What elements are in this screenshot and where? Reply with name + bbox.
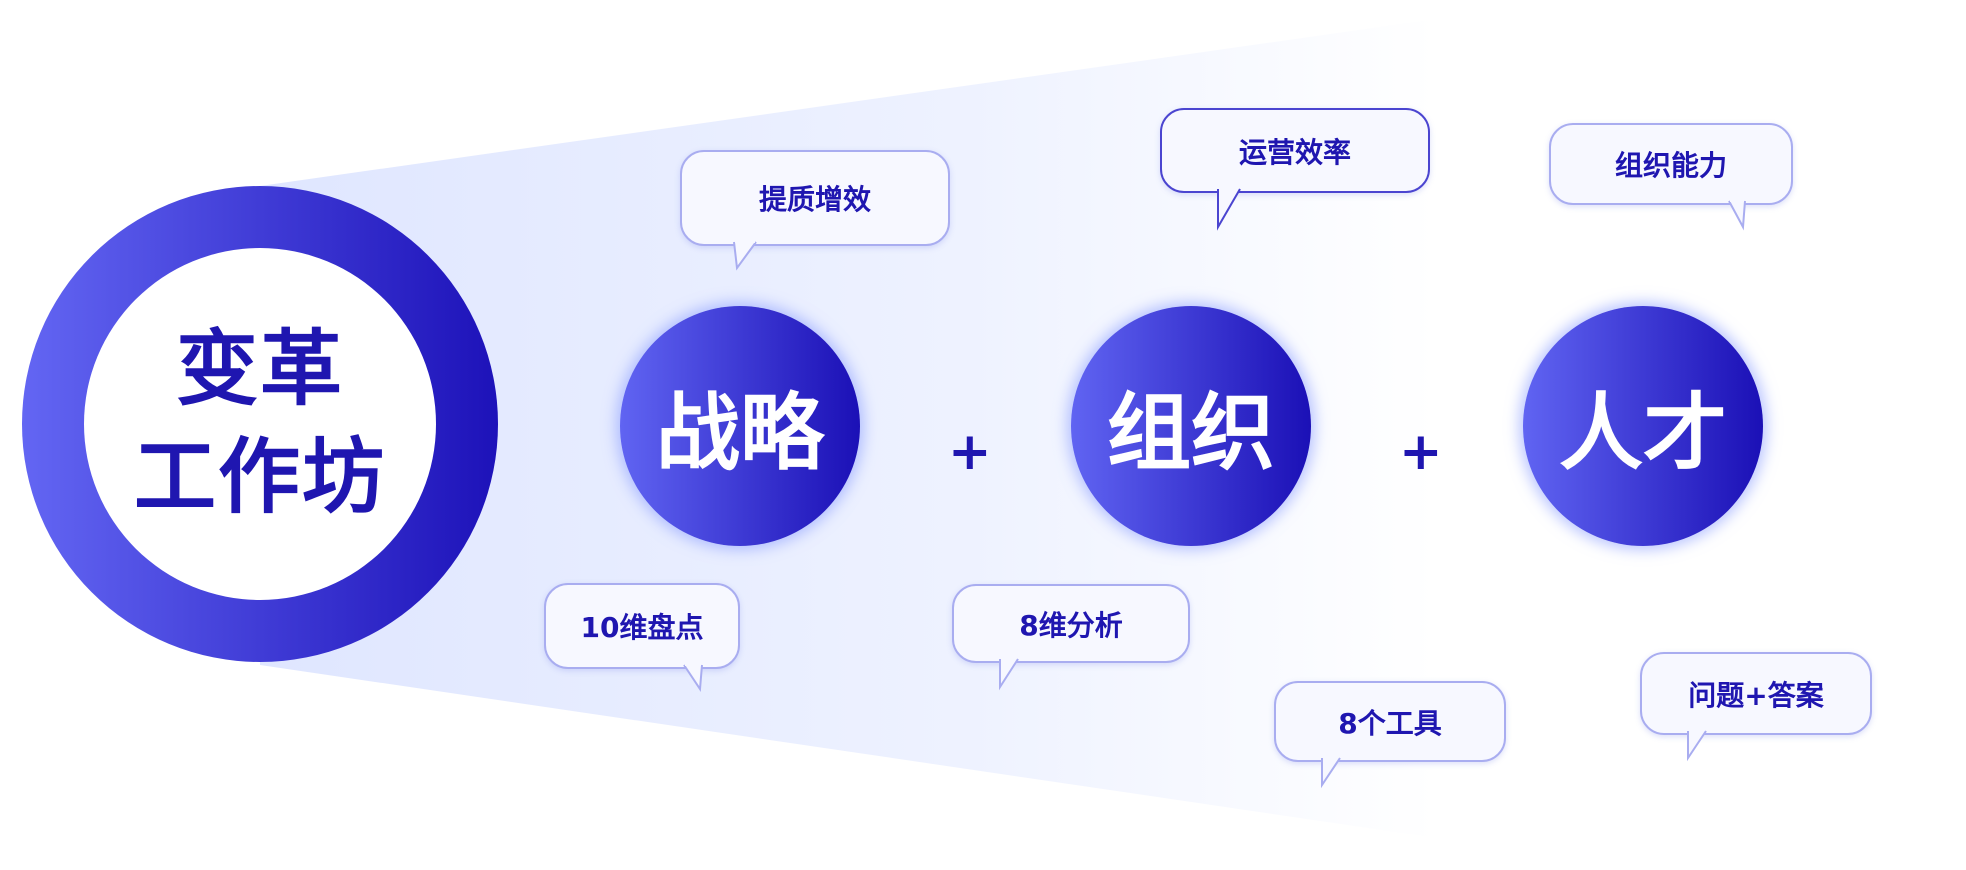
bubble-label: 问题+答案 (1688, 678, 1824, 712)
bubble-label: 组织能力 (1614, 149, 1727, 182)
bubble-label: 10维盘点 (580, 611, 704, 644)
bubble-8-tools: 8个工具 (1274, 681, 1506, 789)
bubble-tail (1217, 187, 1241, 231)
plus-sign: + (948, 422, 992, 482)
bubble-organizational-capability: 组织能力 (1549, 123, 1793, 231)
bubble-tail (733, 240, 757, 271)
pillar-strategy: 战略 (620, 306, 860, 546)
bubble-questions-answers: 问题+答案 (1640, 652, 1872, 762)
bubble-quality-efficiency: 提质增效 (680, 150, 950, 271)
bubble-label: 运营效率 (1238, 135, 1351, 169)
bubble-10-dimension-review: 10维盘点 (544, 583, 740, 692)
bubble-label: 8个工具 (1338, 706, 1442, 740)
bubble-label: 8维分析 (1019, 608, 1123, 642)
hub-title-line2: 工作坊 (133, 430, 386, 525)
bubble-operational-efficiency: 运营效率 (1160, 108, 1430, 231)
bubble-8-dimension-analysis: 8维分析 (952, 584, 1190, 691)
hub-ring: 变革 工作坊 (22, 186, 498, 662)
hub-title-line1: 变革 (175, 322, 344, 417)
hub-center: 变革 工作坊 (84, 248, 436, 600)
bubble-tail (683, 663, 703, 692)
plus-sign: + (1399, 422, 1443, 482)
bubble-tail (999, 657, 1019, 691)
pillar-talent: 人才 (1523, 306, 1763, 546)
pillar-organization: 组织 (1071, 306, 1311, 546)
bubble-tail (1321, 756, 1341, 789)
bubble-tail (1728, 199, 1746, 231)
bubble-tail (1687, 729, 1707, 762)
bubble-label: 提质增效 (758, 183, 871, 216)
